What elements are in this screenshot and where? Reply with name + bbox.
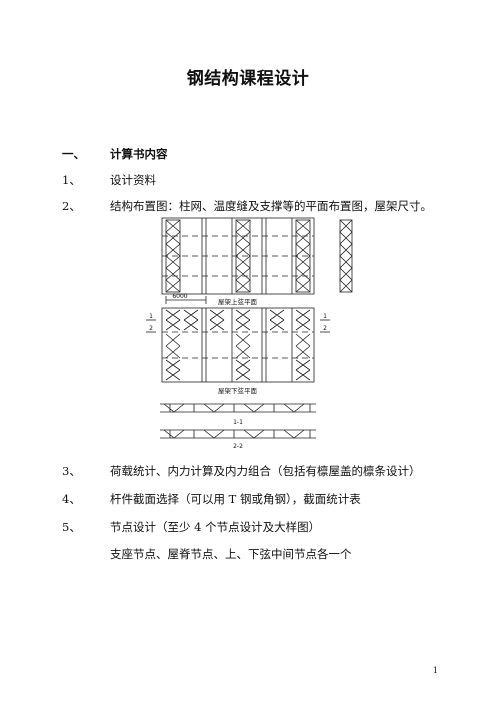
dimension-label: 6000 bbox=[172, 293, 187, 300]
lower-bracing-right-col bbox=[295, 333, 311, 381]
document-title: 钢结构课程设计 bbox=[186, 69, 310, 89]
upper-plan-label: 屋架上弦平面 bbox=[218, 297, 258, 306]
side-truss-elevation bbox=[339, 219, 353, 293]
item-detail: 支座节点、屋脊节点、上、下弦中间节点各一个 bbox=[110, 547, 352, 561]
item-number: 2、 bbox=[62, 199, 81, 213]
lower-bracing-top bbox=[165, 309, 311, 331]
upper-bracing-mid bbox=[235, 219, 251, 293]
page-number: 1 bbox=[432, 666, 438, 675]
lower-plan-label: 屋架下弦平面 bbox=[218, 386, 258, 395]
lower-bracing-mid-col bbox=[235, 333, 251, 381]
section-2-2-strip bbox=[160, 429, 316, 439]
section-number: 一、 bbox=[62, 147, 85, 161]
section-2-2-label: 2-2 bbox=[233, 443, 243, 450]
item-text: 节点设计（至少 4 个节点设计及大样图） bbox=[110, 520, 321, 534]
upper-bracing-right bbox=[295, 219, 311, 293]
upper-bracing-left bbox=[165, 219, 181, 293]
section-marker-2-right: 2 bbox=[323, 325, 327, 332]
item-number: 5、 bbox=[62, 520, 81, 534]
section-marker-1-right: 1 bbox=[323, 313, 327, 320]
section-marker-2-left: 2 bbox=[149, 325, 153, 332]
item-text: 结构布置图：柱网、温度缝及支撑等的平面布置图，屋架尺寸。 bbox=[110, 199, 432, 213]
item-number: 4、 bbox=[62, 492, 81, 506]
section-1-1-strip bbox=[160, 403, 316, 413]
item-number: 3、 bbox=[62, 464, 81, 478]
lower-bracing-left-col bbox=[165, 333, 181, 381]
section-1-1-label: 1-1 bbox=[233, 419, 243, 426]
item-text: 荷载统计、内力计算及内力组合（包括有檩屋盖的檩条设计） bbox=[110, 464, 421, 478]
section-marker-1-left: 1 bbox=[149, 313, 153, 320]
item-number: 1、 bbox=[62, 173, 81, 187]
structural-layout-figure: 6000 屋架上弦平面 屋架下弦平面 1-1 2-2 1 2 1 2 bbox=[140, 214, 390, 450]
lower-plan-frame bbox=[161, 307, 315, 383]
section-title: 计算书内容 bbox=[110, 147, 168, 161]
item-text: 杆件截面选择（可以用 T 钢或角钢），截面统计表 bbox=[110, 492, 361, 506]
structural-layout-drawing: 6000 屋架上弦平面 屋架下弦平面 1-1 2-2 1 2 1 2 bbox=[146, 217, 353, 450]
item-text: 设计资料 bbox=[110, 173, 156, 187]
